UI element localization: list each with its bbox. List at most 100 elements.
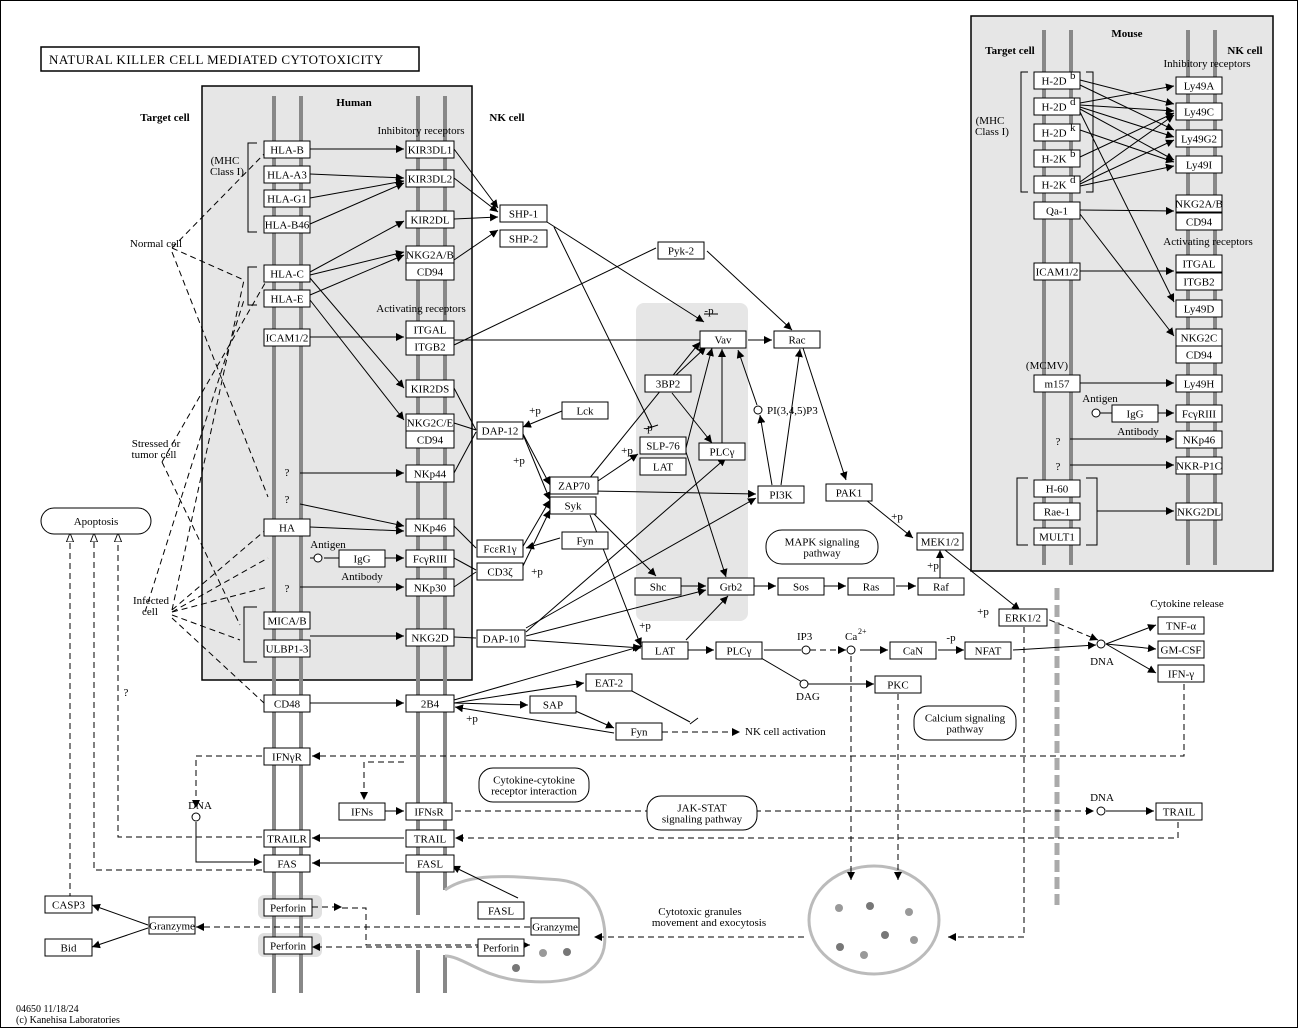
node-fyn2[interactable]: Fyn [615,722,663,741]
node-eat-2[interactable]: EAT-2 [585,673,633,692]
node-vav[interactable]: Vav [699,330,747,349]
node-ly49a[interactable]: Ly49A [1175,76,1223,95]
node-itgal[interactable]: ITGAL [405,320,455,339]
node-cd48[interactable]: CD48 [263,694,311,713]
node-trailr[interactable]: TRAILR [263,829,311,848]
node-tnf[interactable]: TNF-α [1157,616,1205,635]
node-cd3z[interactable]: CD3ζ [476,562,524,581]
node-hla-b[interactable]: HLA-B [263,140,311,159]
node-lat1[interactable]: LAT [639,457,687,476]
node-kir2ds[interactable]: KIR2DS [405,379,455,398]
node-nkg2d[interactable]: NKG2D [405,628,455,647]
node-3bp2[interactable]: 3BP2 [644,374,692,393]
node-perforin2[interactable]: Perforin [263,936,313,955]
node-pyk-2[interactable]: Pyk-2 [657,241,705,260]
node-gmcsf[interactable]: GM-CSF [1157,640,1205,659]
node-nkrp1c[interactable]: NKR-P1C [1175,456,1223,475]
node-fcgriii[interactable]: FcγRIII [405,549,455,568]
node-sos[interactable]: Sos [777,577,825,596]
node-ifnsr[interactable]: IFNsR [405,802,453,821]
node-trail2[interactable]: TRAIL [1155,802,1203,821]
node-fyn1[interactable]: Fyn [561,531,609,550]
node-ifngr[interactable]: IFNγR [263,747,311,766]
node-ifns[interactable]: IFNs [338,802,386,821]
node-casp3[interactable]: CASP3 [44,895,93,914]
node-rac[interactable]: Rac [773,330,821,349]
node-plcg1[interactable]: PLCγ [698,442,746,461]
node-m157[interactable]: m157 [1033,374,1081,393]
node-hla-e[interactable]: HLA-E [263,289,311,308]
node-micam[interactable]: ICAM1/2 [1033,262,1081,281]
node-mek12[interactable]: MEK1/2 [916,532,964,551]
node-nfat[interactable]: NFAT [964,641,1012,660]
node-lat2[interactable]: LAT [641,641,689,660]
node-itgb2[interactable]: ITGB2 [405,337,455,356]
node-shp-1[interactable]: SHP-1 [499,204,548,223]
node-kir3dl2[interactable]: KIR3DL2 [405,169,455,188]
node-mnkg2c[interactable]: NKG2C [1175,328,1223,347]
node-mfcgriii[interactable]: FcγRIII [1175,404,1223,423]
node-trail1[interactable]: TRAIL [405,829,455,848]
node-mcd94b[interactable]: CD94 [1175,345,1223,364]
node-lck[interactable]: Lck [561,401,609,420]
node-ulbp[interactable]: ULBP1-3 [263,639,311,658]
node-ly49i[interactable]: Ly49I [1175,155,1223,174]
node-fasl1[interactable]: FASL [405,854,455,873]
node-plcg2[interactable]: PLCγ [715,641,763,660]
node-igg[interactable]: IgG [338,549,386,568]
pathway-apoptosis[interactable]: Apoptosis [40,507,152,535]
node-mitgb2[interactable]: ITGB2 [1175,272,1223,291]
node-ly49g2[interactable]: Ly49G2 [1175,129,1223,148]
node-icam[interactable]: ICAM1/2 [263,328,311,347]
node-mnkg2dl[interactable]: NKG2DL [1175,502,1223,521]
node-granzyme2[interactable]: Granzyme [530,917,580,936]
node-pi3k[interactable]: PI3K [757,485,805,504]
node-kir2dl[interactable]: KIR2DL [405,210,455,229]
node-nkp30[interactable]: NKp30 [405,578,455,597]
node-mnkg2ab[interactable]: NKG2A/B [1175,194,1223,213]
node-dap-10[interactable]: DAP-10 [476,629,526,648]
node-ly49d[interactable]: Ly49D [1175,299,1223,318]
node-slp-76[interactable]: SLP-76 [639,436,687,455]
node-shc[interactable]: Shc [634,577,682,596]
node-pkc[interactable]: PKC [874,675,922,694]
node-mcd94a[interactable]: CD94 [1175,212,1223,231]
node-micab[interactable]: MICA/B [263,611,311,630]
node-mitgal[interactable]: ITGAL [1175,254,1223,273]
node-cd94b[interactable]: CD94 [405,430,455,449]
node-shp-2[interactable]: SHP-2 [499,229,548,248]
node-hla-c[interactable]: HLA-C [263,264,311,283]
node-rae-1[interactable]: Rae-1 [1033,502,1081,521]
node-migg[interactable]: IgG [1111,404,1159,423]
node-can[interactable]: CaN [889,641,937,660]
node-perforin1[interactable]: Perforin [263,898,313,917]
node-qa-1[interactable]: Qa-1 [1033,201,1081,220]
node-fasl2[interactable]: FASL [477,901,525,920]
node-2b4[interactable]: 2B4 [405,694,455,713]
node-hla-a3[interactable]: HLA-A3 [263,165,311,184]
node-nkp46[interactable]: NKp46 [405,518,455,537]
node-kir3dl1[interactable]: KIR3DL1 [405,140,455,159]
node-ly49h[interactable]: Ly49H [1175,374,1223,393]
node-ifng[interactable]: IFN-γ [1157,664,1205,683]
node-mnkp46[interactable]: NKp46 [1175,430,1223,449]
node-syk[interactable]: Syk [549,496,597,515]
node-ly49c[interactable]: Ly49C [1175,102,1223,121]
node-hla-b46[interactable]: HLA-B46 [263,215,311,234]
node-grb2[interactable]: Grb2 [707,577,755,596]
node-hla-g1[interactable]: HLA-G1 [263,189,311,208]
node-fcer1g[interactable]: FcεR1γ [476,539,524,558]
node-sap[interactable]: SAP [529,695,577,714]
node-nkg2ab[interactable]: NKG2A/B [405,245,455,264]
node-zap70[interactable]: ZAP70 [549,476,599,495]
node-pak1[interactable]: PAK1 [825,483,873,502]
